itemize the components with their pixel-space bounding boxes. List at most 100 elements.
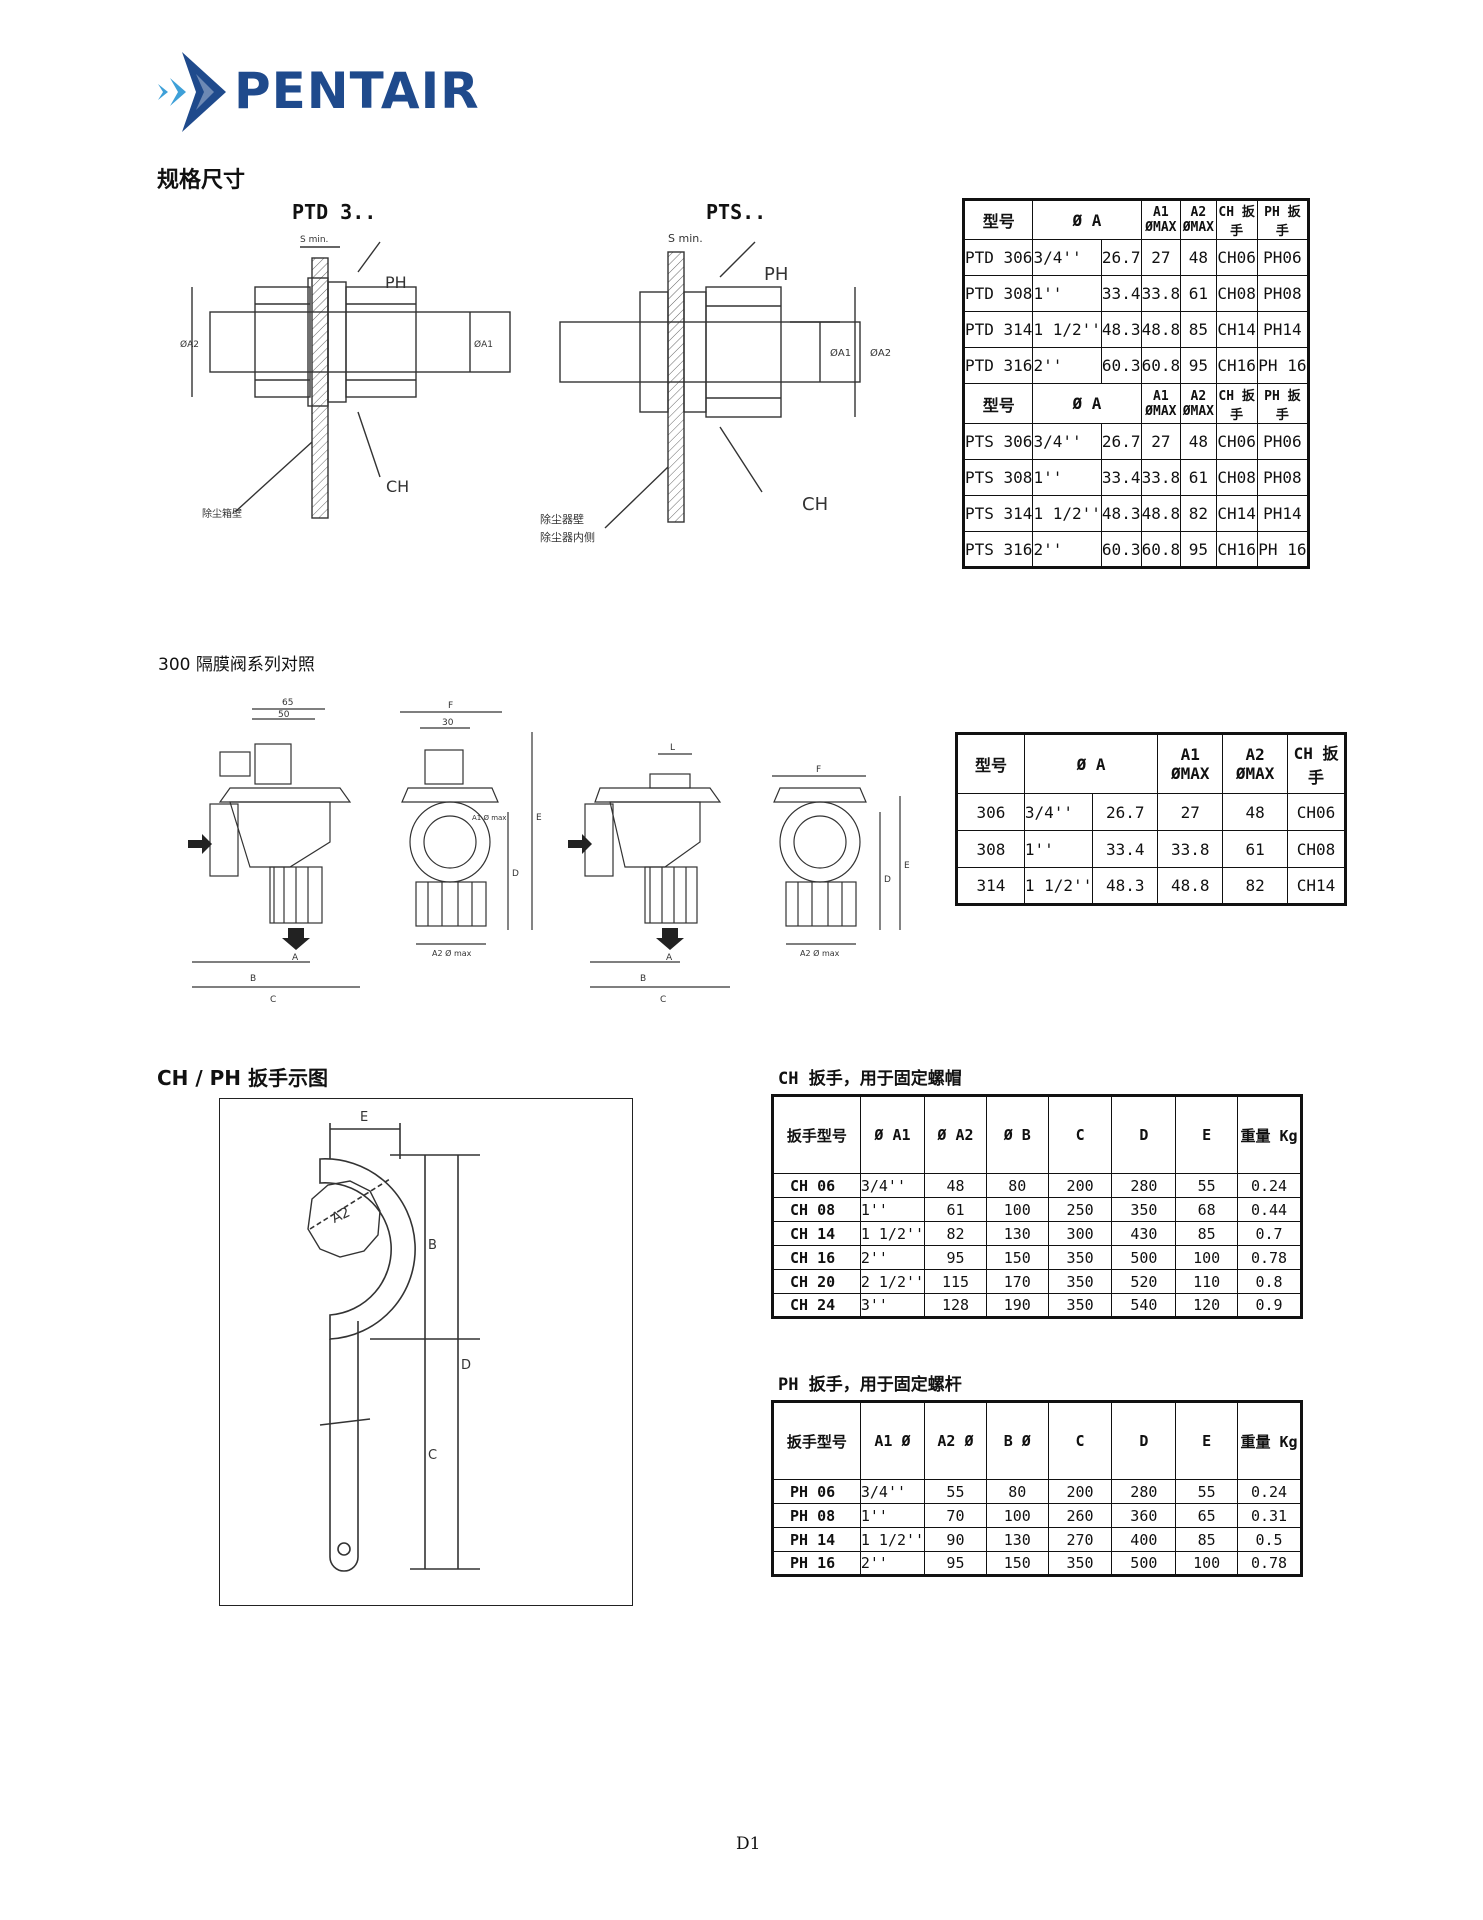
table-cell: CH06 [1287,793,1346,831]
table-cell: 1'' [1023,830,1094,868]
outlet-arrow-icon [282,928,310,950]
table-cell-model: 314 [956,867,1025,905]
table-cell: 33.4 [1100,459,1142,496]
table-cell: CH14 [1287,867,1346,905]
header-a1max: A1 ØMAX [1157,733,1224,794]
table-cell: 27 [1157,793,1224,831]
table-cell: 520 [1111,1269,1177,1294]
header-weight: 重量 Kg [1237,1401,1302,1480]
table-cell-model: CH 06 [772,1173,861,1198]
ptd-pts-dimension-table: 型号 Ø A A1 ØMAX A2 ØMAX CH 扳手 PH 扳手 PTD 3… [962,198,1310,569]
table-cell: 250 [1047,1197,1113,1222]
table-cell: 350 [1111,1197,1177,1222]
pts-drawing-title: PTS.. [706,200,767,224]
dim-d-label: D [512,869,519,879]
table-cell-model: PTS 306 [962,423,1034,460]
table-cell: PH14 [1256,495,1310,532]
table-cell: 3/4'' [1023,793,1094,831]
section-title-series: 300 隔膜阀系列对照 [158,655,315,675]
table-cell: 100 [985,1197,1049,1222]
table-cell: 33.8 [1140,275,1182,312]
table-cell: 110 [1175,1269,1239,1294]
table-cell: 80 [985,1479,1049,1504]
series-header-row: 型号 Ø A A1 ØMAX A2 ØMAX CH 扳手 [956,733,1346,794]
table-cell-model: CH 24 [772,1293,861,1318]
ch-header-row: 扳手型号 Ø A1 Ø A2 Ø B C D E 重量 Kg [772,1095,1302,1174]
table-cell: 48 [1180,239,1217,276]
table-cell: 100 [1175,1551,1239,1576]
table-cell: 0.31 [1237,1503,1302,1528]
wrench-c-label: C [428,1448,437,1463]
table-cell-model: 306 [956,793,1025,831]
table-cell: 1 1/2'' [1032,311,1102,348]
brand-name: PENTAIR [234,62,480,120]
dim-30-label: 30 [442,718,454,728]
table-cell-model: CH 16 [772,1245,861,1270]
header-ph: PH 扳手 [1256,383,1310,424]
table-cell: 0.8 [1237,1269,1302,1294]
table-cell: 2'' [859,1245,926,1270]
pts-ch-label: CH [802,494,828,515]
table-cell: 200 [1047,1173,1113,1198]
wrench-e-label: E [360,1110,368,1125]
table-cell: 48.3 [1100,495,1142,532]
table-cell: CH08 [1215,275,1258,312]
table-cell: 33.4 [1100,275,1142,312]
header-ch: CH 扳手 [1215,199,1258,240]
ptd-drawing: S min. PH CH ØA2 ØA1 除尘箱壁 [180,235,511,520]
header-d: D [1111,1095,1177,1174]
table-cell: CH06 [1215,239,1258,276]
table-cell: 2'' [1032,347,1102,384]
page-number: D1 [736,1834,761,1854]
table-cell: 48 [1180,423,1217,460]
table-cell: 27 [1140,423,1182,460]
table-cell: PH 16 [1256,531,1310,568]
table-cell: 80 [985,1173,1049,1198]
table-cell: CH08 [1215,459,1258,496]
table-cell: 90 [924,1527,987,1552]
table-cell: 0.9 [1237,1293,1302,1318]
header-model: 型号 [962,383,1034,424]
dim-d-label: D [884,875,891,885]
table-cell: 1'' [1032,459,1102,496]
table-cell: PH08 [1256,459,1310,496]
wrench-a2-label: A2 [329,1204,353,1226]
table-cell: 120 [1175,1293,1239,1318]
header-ch: CH 扳手 [1287,733,1346,794]
header-weight: 重量 Kg [1237,1095,1302,1174]
table-cell: 1 1/2'' [1023,867,1094,905]
table-cell: 82 [1180,495,1217,532]
dim-b-label: B [250,974,256,984]
table-cell: 26.7 [1100,423,1142,460]
table-cell: 48.8 [1157,867,1224,905]
ptd-a1-label: ØA1 [474,339,493,350]
table-cell: 115 [924,1269,987,1294]
table-cell: 3/4'' [1032,239,1102,276]
dim-e-label: E [536,813,542,823]
table-cell: 280 [1111,1173,1177,1198]
table-cell: 100 [1175,1245,1239,1270]
header-a2: Ø A2 [924,1095,987,1174]
table-cell: 60.3 [1100,531,1142,568]
dim-c-label: C [660,995,666,1005]
table-cell: 55 [1175,1479,1239,1504]
pts-s-min-label: S min. [668,232,703,245]
table-cell: 540 [1111,1293,1177,1318]
table-cell: 350 [1047,1551,1113,1576]
valve-series-drawings: 65 50 F 30 E D A1 Ø max A2 Ø max A B C L… [188,698,910,1005]
ptd-drawing-title: PTD 3.. [292,200,377,224]
table-cell: 3'' [859,1293,926,1318]
dim-a2max-label: A2 Ø max [800,948,840,958]
ptd-wall-note: 除尘箱壁 [202,507,242,520]
